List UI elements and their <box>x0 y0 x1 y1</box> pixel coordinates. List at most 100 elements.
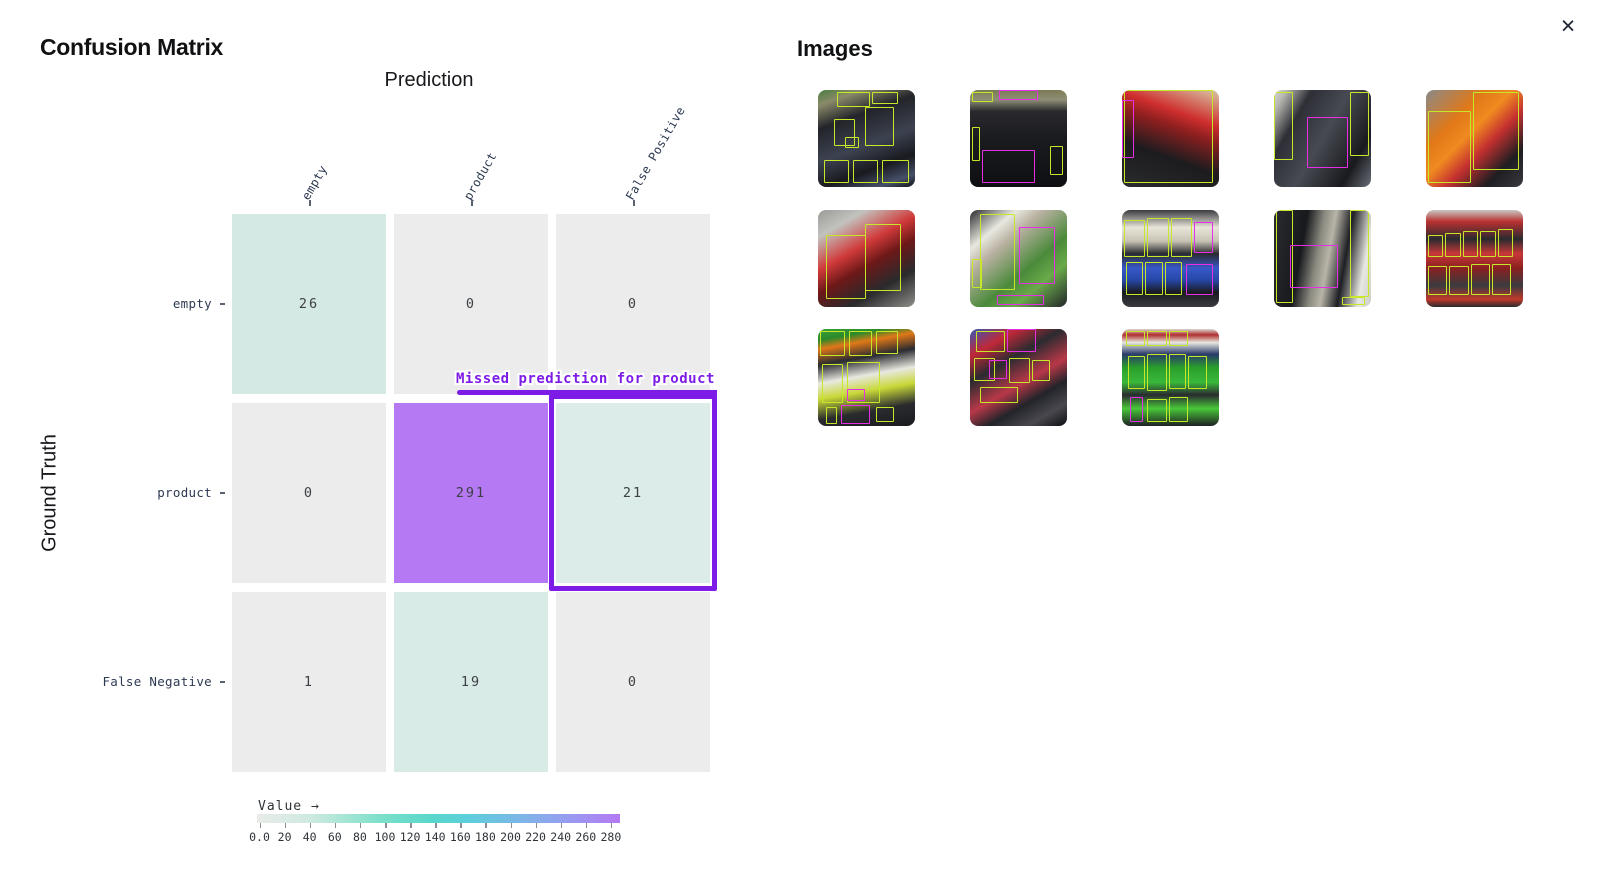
image-thumbnail-9[interactable] <box>1274 210 1371 307</box>
colorbar-tick-label: 140 <box>424 830 446 844</box>
colorbar-tick-label: 80 <box>352 830 367 844</box>
bounding-box <box>1164 262 1183 296</box>
image-thumbnail-7[interactable] <box>970 210 1067 307</box>
close-icon[interactable]: × <box>1560 11 1576 40</box>
bounding-box <box>1168 330 1188 347</box>
bounding-box <box>975 330 1005 353</box>
bounding-box <box>825 406 838 425</box>
bounding-box <box>1125 262 1144 296</box>
colorbar-tick <box>535 823 538 828</box>
matrix-cell-product-empty[interactable]: 0 <box>232 403 386 583</box>
images-section-title: Images <box>797 36 873 61</box>
image-thumbnail-10[interactable] <box>1426 210 1523 307</box>
bounding-box <box>1445 233 1461 257</box>
bounding-box <box>1168 396 1188 423</box>
bounding-box <box>872 91 898 104</box>
bounding-box <box>1289 244 1339 288</box>
colorbar-tick <box>410 823 412 828</box>
matrix-cell-empty-product[interactable]: 0 <box>394 214 548 394</box>
bounding-box <box>1427 111 1471 184</box>
bounding-box <box>1187 356 1208 390</box>
bounding-box <box>864 223 902 292</box>
image-thumbnail-2[interactable] <box>970 90 1067 187</box>
bounding-box <box>825 235 867 300</box>
bounding-box <box>1032 360 1050 382</box>
bounding-box <box>971 91 994 102</box>
bounding-box <box>1470 264 1490 296</box>
page-title: Confusion Matrix <box>40 34 224 60</box>
image-thumbnail-8[interactable] <box>1122 210 1219 307</box>
row-label-empty: empty <box>172 296 212 311</box>
bounding-box <box>1480 231 1496 257</box>
bounding-box <box>852 159 879 184</box>
matrix-cell-False Negative-product[interactable]: 19 <box>394 592 548 772</box>
col-label-product: product <box>461 149 500 203</box>
image-thumbnail-4[interactable] <box>1274 90 1371 187</box>
bounding-box <box>1193 221 1214 253</box>
colorbar-tick <box>334 823 337 828</box>
bounding-box <box>1168 354 1186 390</box>
matrix-cell-False Negative-empty[interactable]: 1 <box>232 592 386 772</box>
colorbar-tick-label: 120 <box>399 830 421 844</box>
bounding-box <box>1008 358 1031 384</box>
row-label-product: product <box>157 485 212 500</box>
bounding-box <box>821 363 844 403</box>
bounding-box <box>1349 210 1370 298</box>
bounding-box <box>1427 266 1448 296</box>
bounding-box <box>1186 264 1214 296</box>
colorbar-tick <box>560 823 563 828</box>
bounding-box <box>981 150 1035 184</box>
image-thumbnail-1[interactable] <box>818 90 915 187</box>
bounding-box <box>997 295 1044 306</box>
colorbar-tick <box>460 823 462 828</box>
colorbar-tick <box>385 823 387 828</box>
bounding-box <box>1341 297 1366 306</box>
bounding-box <box>1147 217 1169 257</box>
matrix-cell-product-product[interactable]: 291 <box>394 403 548 583</box>
colorbar-tick <box>309 823 312 828</box>
bounding-box <box>864 107 894 147</box>
bounding-box <box>847 361 881 403</box>
bounding-box <box>1472 91 1520 170</box>
matrix-cell-empty-empty[interactable]: 26 <box>232 214 386 394</box>
bounding-box <box>876 330 898 355</box>
colorbar-tick-label: 0.0 <box>249 830 270 844</box>
colorbar-tick <box>485 823 487 828</box>
image-thumbnail-5[interactable] <box>1426 90 1523 187</box>
colorbar-tick <box>259 823 261 828</box>
matrix-cell-False Negative-False Positive[interactable]: 0 <box>556 592 710 772</box>
bounding-box <box>1006 329 1036 353</box>
bounding-box <box>823 159 850 184</box>
bounding-box <box>1462 231 1479 257</box>
colorbar-tick-label: 280 <box>600 830 622 844</box>
bounding-box <box>971 258 982 288</box>
colorbar-tick-label: 240 <box>550 830 572 844</box>
bounding-box <box>876 406 894 423</box>
colorbar-gradient <box>257 814 620 823</box>
bounding-box <box>979 387 1019 403</box>
colorbar-tick-label: 100 <box>374 830 396 844</box>
x-axis-title: Prediction <box>384 69 474 91</box>
bounding-box <box>1125 330 1146 347</box>
bounding-box <box>1497 229 1514 257</box>
colorbar-tick-label: 160 <box>449 830 471 844</box>
row-label-False Negative: False Negative <box>102 674 212 689</box>
bounding-box <box>1123 219 1146 257</box>
bounding-box <box>1018 227 1056 284</box>
bounding-box <box>1427 235 1444 257</box>
bounding-box <box>841 404 871 425</box>
matrix-cell-empty-False Positive[interactable]: 0 <box>556 214 710 394</box>
cell-tooltip: Missed prediction for product <box>456 371 715 387</box>
bounding-box <box>1274 91 1294 160</box>
col-label-False Positive: False Positive <box>623 104 688 203</box>
image-thumbnail-13[interactable] <box>1122 329 1219 426</box>
col-tick <box>471 200 473 206</box>
bounding-box <box>819 330 846 357</box>
image-thumbnail-6[interactable] <box>818 210 915 307</box>
bounding-box <box>1147 398 1167 423</box>
image-thumbnail-11[interactable] <box>818 329 915 426</box>
col-tick <box>633 200 635 206</box>
image-thumbnail-3[interactable] <box>1122 90 1219 187</box>
image-thumbnail-12[interactable] <box>970 329 1067 426</box>
matrix-cell-product-False Positive[interactable]: 21 <box>556 403 710 583</box>
